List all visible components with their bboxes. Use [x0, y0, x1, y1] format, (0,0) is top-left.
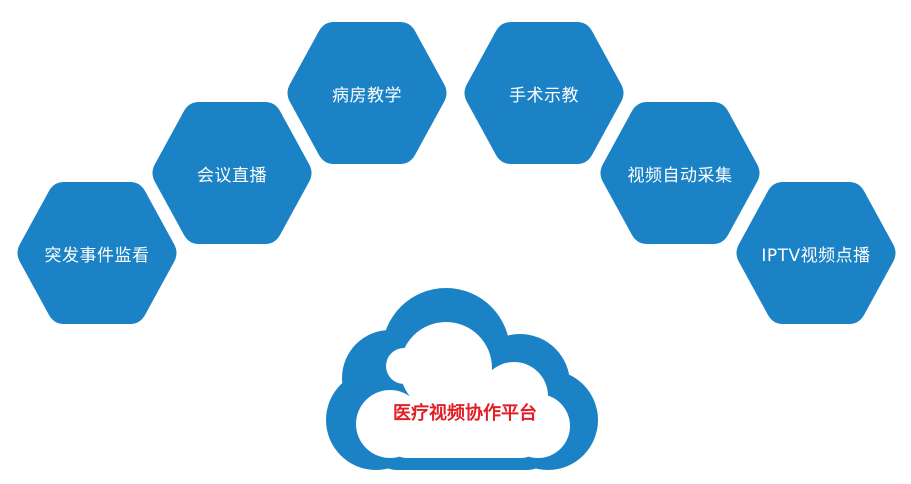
- hex-node-label: 手术示教: [509, 85, 579, 106]
- hexagon-shape: [152, 102, 312, 244]
- cloud-platform: 医疗视频协作平台: [316, 284, 608, 474]
- hexagon-shape: [736, 182, 896, 324]
- hexagon-shape: [287, 22, 447, 164]
- hexagon-shape: [600, 102, 760, 244]
- hex-node-conference-live: 会议直播: [149, 98, 315, 248]
- hexagon-shape: [464, 22, 624, 164]
- platform-title: 医疗视频协作平台: [393, 403, 537, 424]
- hex-node-label: 会议直播: [197, 165, 267, 186]
- cloud-inner-shape: [356, 322, 570, 458]
- hex-node-surgery-demo: 手术示教: [461, 18, 627, 168]
- hex-node-ward-teaching: 病房教学: [284, 18, 450, 168]
- hex-node-label: IPTV视频点播: [761, 245, 871, 266]
- hex-node-auto-capture: 视频自动采集: [597, 98, 763, 248]
- cloud-icon: [326, 288, 598, 470]
- hex-node-iptv-vod: IPTV视频点播: [733, 178, 899, 328]
- hex-node-label: 病房教学: [332, 85, 402, 106]
- hexagon-shape: [17, 182, 177, 324]
- hex-node-label: 突发事件监看: [44, 245, 150, 266]
- hex-node-label: 视频自动采集: [627, 165, 733, 186]
- hex-node-emergency-monitoring: 突发事件监看: [14, 178, 180, 328]
